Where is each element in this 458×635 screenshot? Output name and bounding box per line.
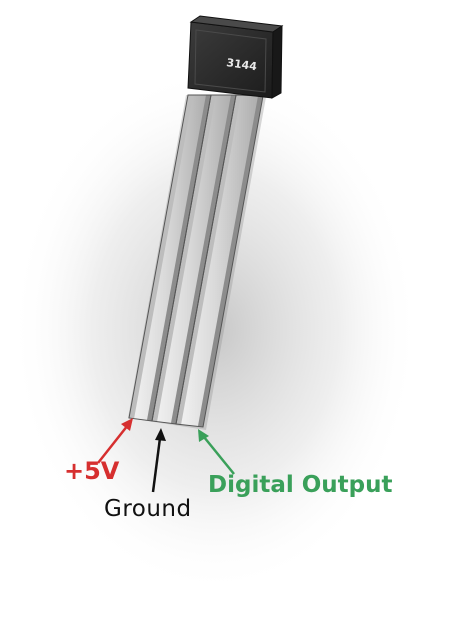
part-marking: 3144 bbox=[226, 56, 258, 73]
lead-output bbox=[176, 95, 263, 427]
label-vcc: +5V bbox=[64, 457, 120, 485]
label-ground: Ground bbox=[104, 496, 192, 522]
lead-ground bbox=[152, 95, 236, 424]
sensor-leads bbox=[128, 94, 266, 430]
arrow-ground bbox=[151, 428, 166, 493]
arrow-output bbox=[198, 429, 235, 475]
label-digital-output: Digital Output bbox=[208, 472, 393, 498]
lead-vcc bbox=[129, 95, 211, 421]
sensor-package bbox=[187, 15, 284, 99]
arrow-vcc bbox=[97, 418, 133, 464]
